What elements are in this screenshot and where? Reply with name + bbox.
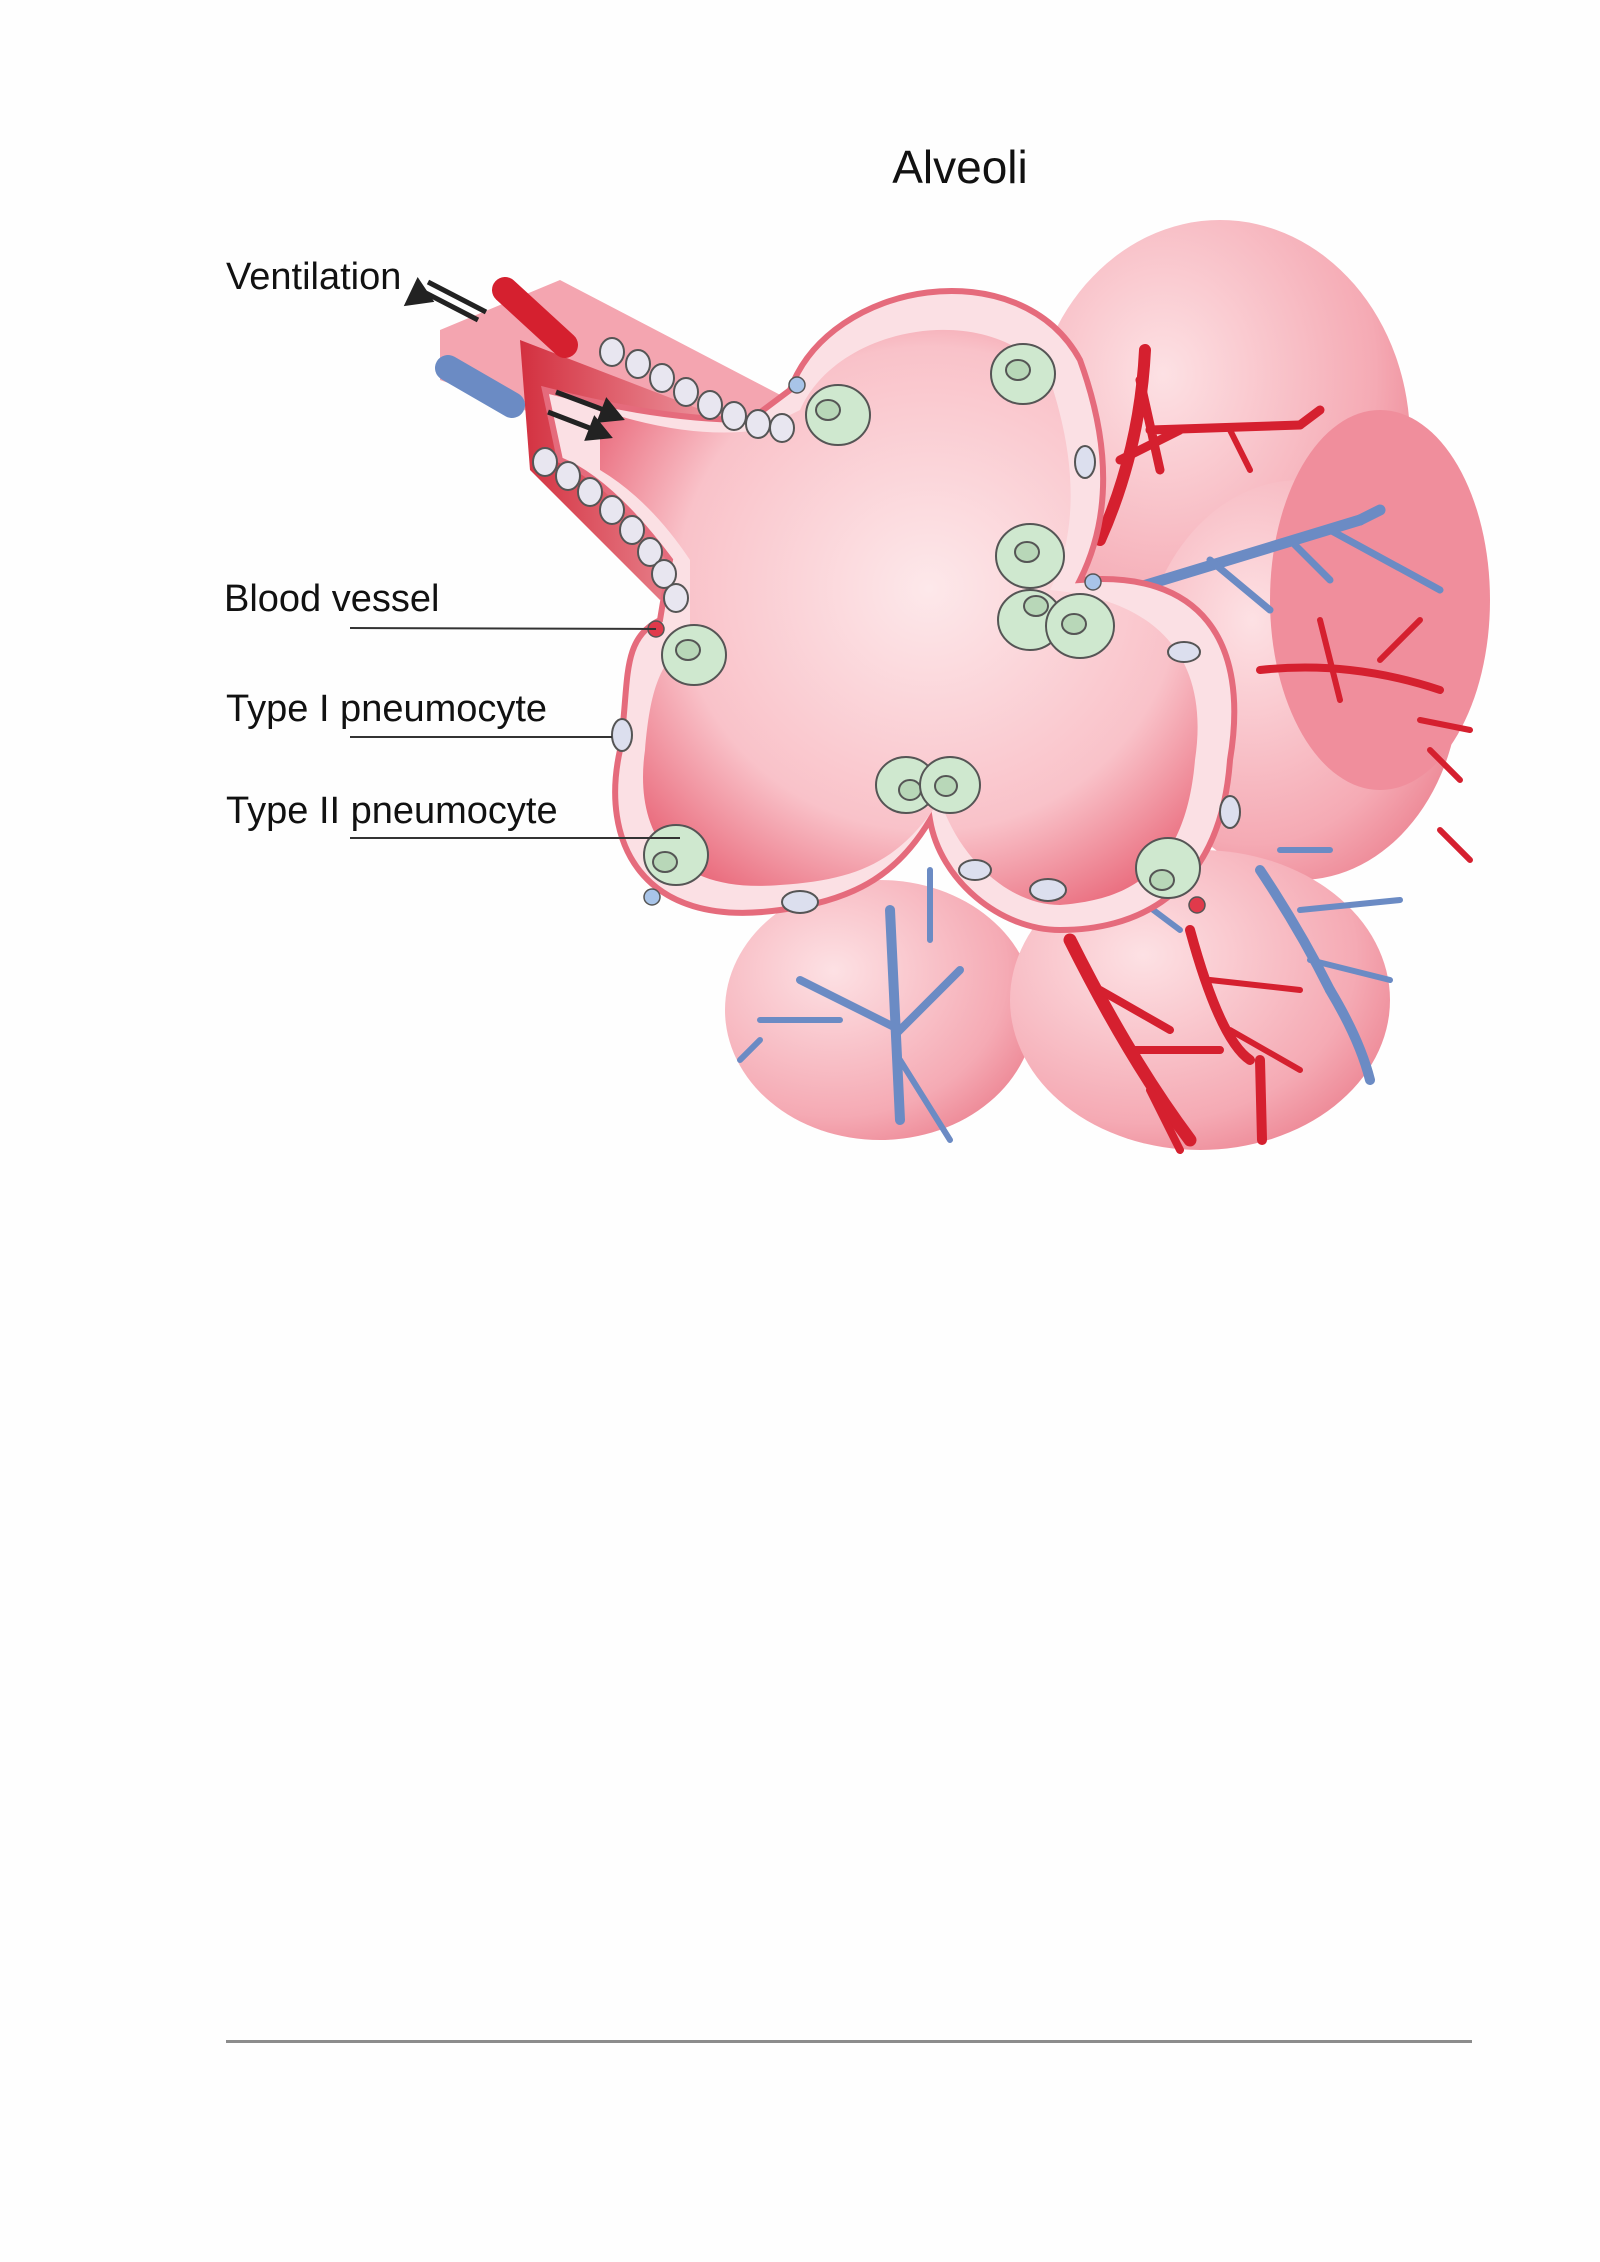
title-area: Alveoli — [0, 0, 1600, 220]
label-type1-pneumocyte: Type I pneumocyte — [226, 688, 548, 730]
artery-network — [1063, 344, 1473, 1154]
footer-divider — [226, 2040, 1472, 2043]
alveoli-illustration — [349, 220, 1490, 1154]
vessel-tubes — [435, 277, 578, 418]
label-type2-pneumocyte: Type II pneumocyte — [226, 790, 558, 832]
capillary-dots — [643, 376, 1206, 914]
leader-lines — [349, 627, 680, 839]
label-blood-vessel: Blood vessel — [224, 578, 440, 620]
type1-pneumocytes — [611, 445, 1241, 914]
label-ventilation: Ventilation — [226, 256, 402, 298]
diagram-title: Alveoli — [892, 141, 1028, 193]
back-alveoli-lobes — [725, 220, 1490, 1150]
main-alveolus — [541, 287, 1238, 934]
duct-epithelium-cells — [532, 337, 795, 613]
type2-pneumocytes — [643, 343, 1201, 899]
vein-network — [737, 504, 1444, 1143]
ventilation-arrows — [403, 276, 625, 441]
